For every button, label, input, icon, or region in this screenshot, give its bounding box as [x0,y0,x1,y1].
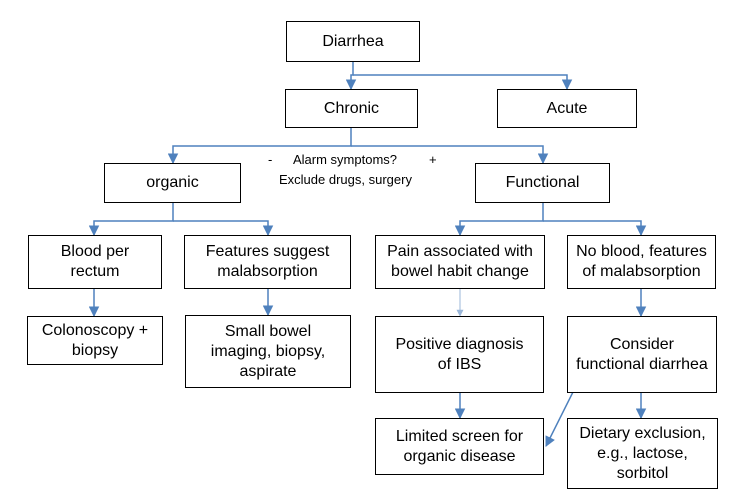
note-plus: + [429,152,437,167]
node-consider-functional: Consider functional diarrhea [567,316,717,393]
connector-functional-noblood [543,220,647,237]
node-blood-per-rectum: Blood per rectum [28,235,162,289]
note-minus: - [268,152,273,167]
node-acute: Acute [497,89,637,128]
connector-chronic-functional [351,145,549,165]
node-small-bowel: Small bowel imaging, biopsy, aspirate [185,315,351,388]
connector-chronic-organic [167,127,352,165]
node-chronic: Chronic [285,89,418,128]
connector-diarrhea-acute [353,74,573,91]
node-limited-screen: Limited screen for organic disease [375,418,544,475]
node-features-malabsorption: Features suggest malabsorption [184,235,351,289]
node-colonoscopy: Colonoscopy + biopsy [27,316,163,365]
node-diarrhea: Diarrhea [286,21,420,62]
node-functional: Functional [475,163,610,203]
node-no-blood: No blood, features of malabsorption [567,235,716,289]
note-alarm-symptoms: Alarm symptoms? [293,152,398,167]
node-organic: organic [104,163,241,203]
connector-functional-pain [454,202,544,237]
connector-organic-blood [88,202,174,237]
node-dietary-exclusion: Dietary exclusion, e.g., lactose, sorbit… [567,418,718,489]
connector-organic-malabsorption [173,220,274,237]
node-positive-ibs: Positive diagnosis of IBS [375,316,544,393]
connector-diarrhea-chronic [345,61,357,91]
node-pain-bowel-habit: Pain associated with bowel habit change [375,235,545,289]
note-exclude-drugs: Exclude drugs, surgery [279,172,412,187]
